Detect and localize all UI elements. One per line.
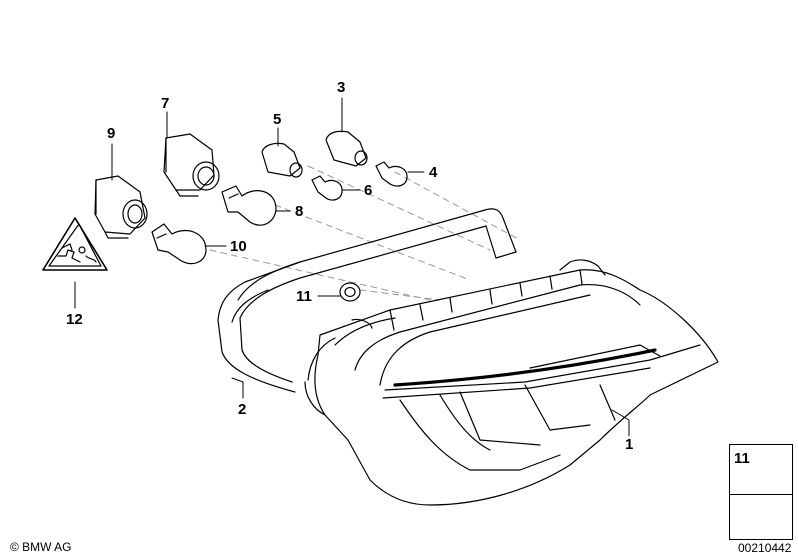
diagram-id: 00210442 <box>738 541 792 555</box>
callout-11: 11 <box>296 288 312 305</box>
callout-1: 1 <box>625 436 634 453</box>
housing-light-bar <box>393 348 657 387</box>
bulb-part-8 <box>221 185 277 226</box>
callout-4: 4 <box>429 164 438 181</box>
bulb-part-5 <box>261 142 303 178</box>
leader-lines <box>74 97 630 437</box>
callout-12: 12 <box>66 311 83 328</box>
gasket-part-2 <box>217 208 517 393</box>
callout-6: 6 <box>364 182 373 199</box>
tail-light-housing-part-1 <box>304 259 719 506</box>
callout-7: 7 <box>161 95 170 112</box>
grommet-part-11 <box>339 282 361 302</box>
legend-box-nut: 11 <box>729 444 793 496</box>
callout-10: 10 <box>230 238 247 255</box>
bulb-part-4 <box>375 161 408 187</box>
callout-8: 8 <box>295 203 304 220</box>
callout-5: 5 <box>273 111 282 128</box>
bulb-part-6 <box>311 175 343 201</box>
bulb-part-10 <box>151 223 207 265</box>
callout-2: 2 <box>238 401 247 418</box>
warning-label-part-12 <box>42 217 108 271</box>
copyright-text: © BMW AG <box>10 540 72 554</box>
callout-9: 9 <box>107 125 116 142</box>
legend-box-arrow <box>729 494 793 540</box>
bulb-part-3 <box>325 130 368 167</box>
guide-lines <box>209 165 521 301</box>
legend-part-number: 11 <box>734 450 750 467</box>
bulb-socket-part-7 <box>163 133 220 197</box>
callout-3: 3 <box>337 79 346 96</box>
bulb-socket-part-9 <box>94 175 148 239</box>
